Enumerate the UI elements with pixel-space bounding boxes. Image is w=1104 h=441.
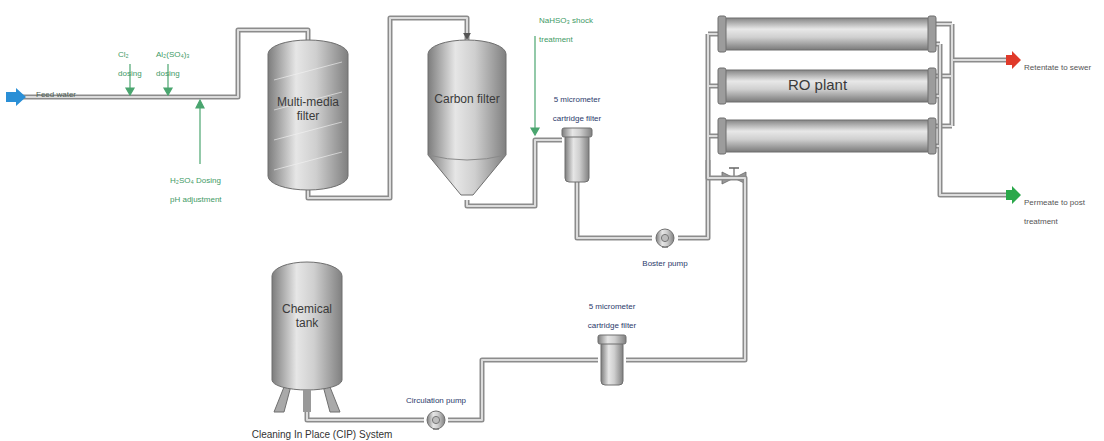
vessel-shape: Carbon filter <box>428 40 506 200</box>
shape-outline <box>428 40 506 200</box>
pipe-inner <box>577 182 652 238</box>
shape-outline <box>272 262 342 412</box>
cartridge-filter: 5 micrometer cartridge filter <box>598 335 626 385</box>
node-label: Carbon filter <box>434 93 499 107</box>
node-label: Chemical tank <box>276 303 338 331</box>
label-holder: 5 micrometer cartridge filter <box>576 294 648 332</box>
retentate-pipes <box>932 24 1008 126</box>
equipment-label: Boster pump <box>642 259 687 268</box>
annotation: Permeate to post treatment <box>1024 190 1090 228</box>
label-holder: 5 micrometer cartridge filter <box>541 87 613 125</box>
annotation-text: Cl₂ dosing <box>118 50 142 78</box>
annotation: H₂SO₄ Dosing pH adjustment <box>170 168 228 206</box>
vessel-shape: Chemical tank <box>272 262 342 412</box>
annotation-text: Retentate to sewer <box>1024 63 1091 72</box>
diagram-caption: Cleaning In Place (CIP) System <box>222 423 422 441</box>
shape-outline <box>652 228 678 248</box>
equipment-label: 5 micrometer cartridge filter <box>553 95 601 123</box>
pipe-inner <box>678 160 708 238</box>
shape-outline <box>598 335 626 385</box>
feed-pipe <box>22 30 308 97</box>
annotation: Al₂(SO₄)₃ dosing <box>156 42 200 80</box>
pipe-connector <box>678 160 708 238</box>
feed-arrow <box>6 88 26 106</box>
annotation-text: H₂SO₄ Dosing pH adjustment <box>170 176 222 204</box>
node-label: RO plant <box>788 76 847 93</box>
pipe-inner <box>448 360 598 420</box>
annotation: Retentate to sewer <box>1024 55 1100 74</box>
annotation-text: NaHSO₃ shock treatment <box>539 16 593 44</box>
permeate-pipes <box>932 44 1008 195</box>
pipe-outer <box>626 160 745 360</box>
pipe-outer <box>577 182 652 238</box>
pipe-outer <box>448 360 598 420</box>
pipe-connector <box>448 360 598 420</box>
pipe-outer <box>678 160 708 238</box>
ro-unit: RO plant <box>700 10 935 160</box>
label-holder: Circulation pump <box>399 388 473 407</box>
label-holder: Boster pump <box>630 251 700 270</box>
equipment-label: 5 micrometer cartridge filter <box>588 302 636 330</box>
pipe-inner <box>307 412 424 420</box>
caption-text: Cleaning In Place (CIP) System <box>252 429 393 440</box>
annotation: NaHSO₃ shock treatment <box>539 8 601 46</box>
pump-symbol: Boster pump <box>652 228 678 248</box>
pipe-outer <box>307 412 424 420</box>
node-label: Multi-media filter <box>272 96 344 124</box>
pipe-connector <box>626 160 745 360</box>
annotation-text: Al₂(SO₄)₃ dosing <box>156 50 190 78</box>
arrow-head <box>463 33 471 40</box>
retentate-arrow <box>1006 51 1021 69</box>
annotation: Feed water <box>36 82 96 101</box>
cartridge-filter: 5 micrometer cartridge filter <box>562 128 592 182</box>
annotation-text: Feed water <box>36 90 76 99</box>
annotation: Cl₂ dosing <box>118 42 148 80</box>
shape-outline <box>424 410 448 430</box>
shape-outline <box>562 128 592 182</box>
permeate-arrow <box>1006 186 1021 204</box>
vessel-shape: Multi-media filter <box>268 40 348 190</box>
equipment-label: Circulation pump <box>406 396 466 405</box>
pump-symbol: Circulation pump <box>424 410 448 430</box>
pipe-connector <box>307 412 424 420</box>
annotation-text: Permeate to post treatment <box>1024 198 1085 226</box>
pipe-connector <box>577 182 652 238</box>
pipe-inner <box>626 160 745 360</box>
